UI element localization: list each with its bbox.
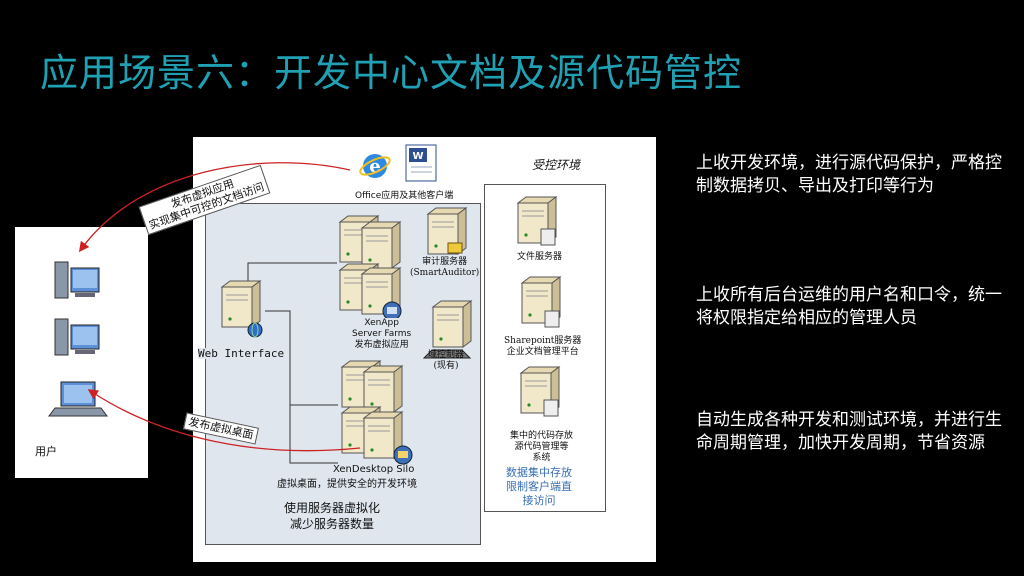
folder-icon — [544, 310, 560, 328]
ie-icon: e — [359, 154, 391, 178]
audit-server-label: 审计服务器 (SmartAuditor) — [410, 257, 480, 278]
office-label: Office应用及其他客户端 — [355, 191, 454, 201]
point-2: 上收所有后台运维的用户名和口令，统一将权限指定给相应的管理人员 — [696, 285, 1002, 328]
point-1: 上收开发环境，进行源代码保护，严格控制数据拷贝、导出及打印等行为 — [696, 153, 1002, 196]
server-icon — [221, 280, 261, 328]
svg-text:e: e — [369, 156, 380, 177]
app-icon — [393, 445, 413, 465]
user-label: 用户 — [35, 445, 57, 458]
folder-icon — [540, 228, 556, 246]
web-interface-label: Web Interface — [198, 347, 285, 360]
globe-icon — [247, 322, 263, 338]
server-virtualization-label: 使用服务器虚拟化 减少服务器数量 — [284, 501, 381, 531]
desktop-pc-icon — [54, 318, 100, 356]
user-devices — [48, 261, 108, 417]
file-server-label: 文件服务器 — [517, 252, 563, 262]
xenapp-label: XenApp Server Farms 发布虚拟应用 — [352, 318, 412, 351]
data-note-label: 数据集中存放 限制客户端直 接访问 — [506, 466, 572, 507]
desktop-pc-icon — [54, 261, 100, 299]
controlled-env-label: 受控环境 — [532, 158, 581, 172]
word-icon: W — [405, 144, 437, 182]
server-icon — [432, 300, 472, 348]
connection-lines — [247, 262, 338, 464]
server-icon — [363, 365, 403, 413]
svg-text:W: W — [412, 151, 423, 162]
publish-app-arrow — [78, 162, 351, 253]
code-store-label: 集中的代码存放 源代码管理等 系统 — [510, 431, 574, 463]
xendesktop-label: XenDesktop Silo — [333, 464, 415, 475]
user-panel: 用户 — [15, 227, 148, 478]
laptop-icon — [48, 381, 108, 417]
folder-icon — [543, 399, 559, 417]
domain-controller-label: 域控制器 (现有) — [428, 350, 465, 371]
sharepoint-label: Sharepoint服务器 企业文档管理平台 — [504, 336, 582, 357]
xendesktop-desc: 虚拟桌面，提供安全的开发环境 — [277, 479, 417, 490]
slide-title: 应用场景六：开发中心文档及源代码管控 — [40, 51, 743, 95]
point-3: 自动生成各种开发和测试环境，并进行生命周期管理，加快开发周期，节省资源 — [696, 410, 1002, 453]
publish-desktop-arrow — [87, 389, 361, 452]
folder-icon — [447, 242, 463, 254]
keyboard-icon — [422, 349, 472, 359]
server-icon — [361, 221, 401, 269]
